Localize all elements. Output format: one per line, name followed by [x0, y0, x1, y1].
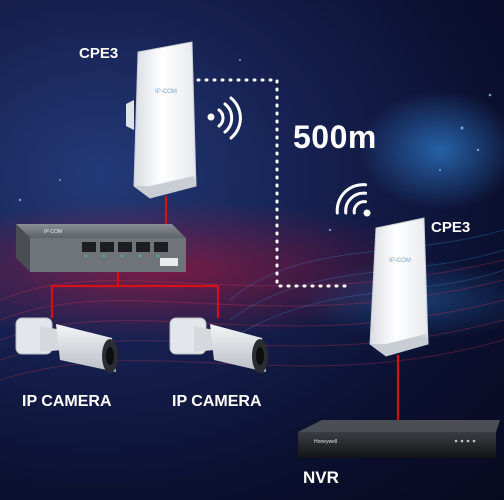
nvr-device: Honeywell [298, 420, 500, 458]
distance-label: 500m [293, 119, 377, 155]
cpe-device-right: IP-COM [369, 217, 429, 357]
wifi-signal-icon [335, 183, 371, 217]
switch-brand: IP-COM [44, 229, 62, 235]
cpe-right-brand: IP-COM [389, 258, 411, 264]
network-cables [50, 196, 400, 430]
switch-ports [82, 242, 168, 252]
cpe-top-brand: IP-COM [155, 89, 177, 95]
cpe-right-label: CPE3 [431, 219, 471, 236]
wifi-signal-icon [207, 96, 242, 140]
nvr-brand: Honeywell [314, 439, 337, 445]
ip-camera-right [169, 317, 268, 373]
cpe-device-top: IP-COM [126, 41, 197, 199]
wireless-link-dotted [196, 78, 347, 288]
poe-switch: IP-COM [16, 224, 186, 272]
cable-switch-to-camera-left [50, 266, 120, 318]
camera-right-label: IP CAMERA [172, 393, 262, 410]
cpe-top-label: CPE3 [79, 45, 119, 62]
cable-switch-to-camera-right [118, 284, 220, 318]
camera-left-label: IP CAMERA [22, 393, 112, 410]
nvr-label: NVR [303, 468, 339, 487]
ip-camera-left [15, 317, 118, 373]
